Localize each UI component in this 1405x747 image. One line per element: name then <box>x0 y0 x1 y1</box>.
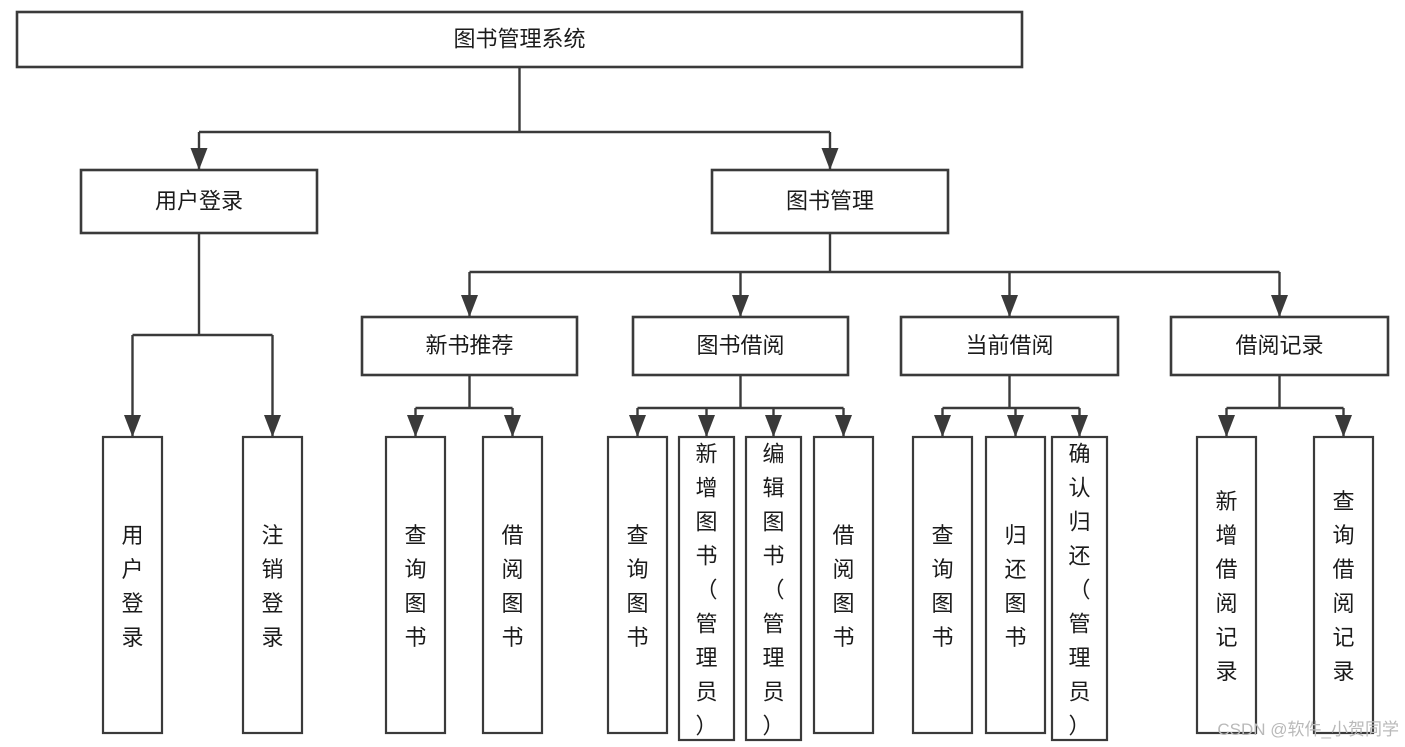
node-leaf-user-logout-rect <box>241 435 304 735</box>
book-borrow-arrow-0 <box>629 415 646 437</box>
book-manage-arrow-2 <box>1001 295 1018 317</box>
book-manage-arrow-1 <box>732 295 749 317</box>
current-borrow-arrow-1 <box>1007 415 1024 437</box>
node-user-login[interactable]: 用户登录 <box>79 168 319 235</box>
node-leaf-query-book-cb-rect <box>911 435 974 735</box>
node-leaf-user-login[interactable]: 用户登录 <box>101 435 164 735</box>
node-leaf-edit-book-admin-rect <box>744 435 803 742</box>
node-leaf-user-logout[interactable]: 注销登录 <box>241 435 304 735</box>
borrow-record-arrow-1 <box>1335 415 1352 437</box>
node-leaf-add-book-admin-rect <box>677 435 736 742</box>
node-leaf-return-book[interactable]: 归还图书 <box>984 435 1047 735</box>
node-book-manage[interactable]: 图书管理 <box>710 168 950 235</box>
node-leaf-borrow-book-bb[interactable]: 借阅图书 <box>812 435 875 735</box>
node-leaf-query-borrow-record[interactable]: 查询借阅记录 <box>1312 435 1375 735</box>
node-leaf-query-book-rec-rect <box>384 435 447 735</box>
node-root-label: 图书管理系统 <box>453 26 585 51</box>
node-borrow-record[interactable]: 借阅记录 <box>1169 315 1390 377</box>
node-current-borrow[interactable]: 当前借阅 <box>899 315 1120 377</box>
node-book-manage-rect <box>710 168 950 235</box>
node-leaf-query-book-bb-label: 查询图书 <box>626 523 648 650</box>
node-book-borrow-label: 图书借阅 <box>696 333 784 358</box>
node-leaf-user-login-label: 用户登录 <box>121 523 143 650</box>
node-leaf-add-book-admin-label: 新增图书（管理员） <box>695 442 717 739</box>
node-new-book-recommend-label: 新书推荐 <box>425 333 513 358</box>
node-user-login-label: 用户登录 <box>155 188 243 213</box>
node-root-rect <box>15 10 1024 69</box>
node-new-book-recommend-rect <box>360 315 579 377</box>
node-borrow-record-rect <box>1169 315 1390 377</box>
node-leaf-query-book-rec[interactable]: 查询图书 <box>384 435 447 735</box>
user-login-arrow-1 <box>264 415 281 437</box>
node-leaf-edit-book-admin[interactable]: 编辑图书（管理员） <box>744 435 803 742</box>
node-root[interactable]: 图书管理系统 <box>15 10 1024 69</box>
connectors-layer <box>124 67 1352 437</box>
node-leaf-query-borrow-record-label: 查询借阅记录 <box>1332 489 1354 684</box>
node-leaf-user-login-rect <box>101 435 164 735</box>
node-leaf-add-borrow-record-rect <box>1195 435 1258 735</box>
node-leaf-query-borrow-record-rect <box>1312 435 1375 735</box>
node-leaf-add-borrow-record-label: 新增借阅记录 <box>1215 489 1237 684</box>
node-leaf-borrow-book-bb-rect <box>812 435 875 735</box>
node-leaf-user-logout-label: 注销登录 <box>261 523 283 650</box>
borrow-record-arrow-0 <box>1218 415 1235 437</box>
new-book-recommend-arrow-1 <box>504 415 521 437</box>
node-book-borrow[interactable]: 图书借阅 <box>631 315 850 377</box>
book-borrow-arrow-2 <box>765 415 782 437</box>
node-user-login-rect <box>79 168 319 235</box>
node-leaf-query-book-rec-label: 查询图书 <box>404 523 426 650</box>
book-borrow-arrow-1 <box>698 415 715 437</box>
nodes-layer: 图书管理系统用户登录图书管理新书推荐图书借阅当前借阅借阅记录用户登录注销登录查询… <box>15 10 1390 742</box>
node-leaf-edit-book-admin-label: 编辑图书（管理员） <box>762 442 784 739</box>
book-borrow-arrow-3 <box>835 415 852 437</box>
user-login-arrow-0 <box>124 415 141 437</box>
node-leaf-borrow-book-rec-label: 借阅图书 <box>501 523 523 650</box>
node-leaf-add-book-admin[interactable]: 新增图书（管理员） <box>677 435 736 742</box>
node-current-borrow-rect <box>899 315 1120 377</box>
node-leaf-return-book-rect <box>984 435 1047 735</box>
node-leaf-confirm-return-admin-rect <box>1050 435 1109 742</box>
node-leaf-query-book-bb[interactable]: 查询图书 <box>606 435 669 735</box>
node-leaf-query-book-cb-label: 查询图书 <box>931 523 953 650</box>
node-book-borrow-rect <box>631 315 850 377</box>
watermark-label: CSDN @软件_小贺同学 <box>1217 720 1399 739</box>
new-book-recommend-arrow-0 <box>407 415 424 437</box>
node-leaf-borrow-book-rec-rect <box>481 435 544 735</box>
node-leaf-confirm-return-admin-label: 确认归还（管理员） <box>1068 442 1090 739</box>
node-leaf-query-book-cb[interactable]: 查询图书 <box>911 435 974 735</box>
node-book-manage-label: 图书管理 <box>786 188 874 213</box>
node-new-book-recommend[interactable]: 新书推荐 <box>360 315 579 377</box>
node-leaf-return-book-label: 归还图书 <box>1004 523 1026 650</box>
node-leaf-borrow-book-bb-label: 借阅图书 <box>832 523 854 650</box>
node-leaf-query-book-bb-rect <box>606 435 669 735</box>
node-leaf-confirm-return-admin[interactable]: 确认归还（管理员） <box>1050 435 1109 742</box>
root-arrow-1 <box>821 148 839 170</box>
root-arrow-0 <box>190 148 208 170</box>
node-leaf-borrow-book-rec[interactable]: 借阅图书 <box>481 435 544 735</box>
current-borrow-arrow-2 <box>1071 415 1088 437</box>
book-manage-arrow-3 <box>1271 295 1288 317</box>
book-manage-arrow-0 <box>461 295 478 317</box>
current-borrow-arrow-0 <box>934 415 951 437</box>
node-leaf-add-borrow-record[interactable]: 新增借阅记录 <box>1195 435 1258 735</box>
node-borrow-record-label: 借阅记录 <box>1235 333 1323 358</box>
node-current-borrow-label: 当前借阅 <box>965 333 1053 358</box>
